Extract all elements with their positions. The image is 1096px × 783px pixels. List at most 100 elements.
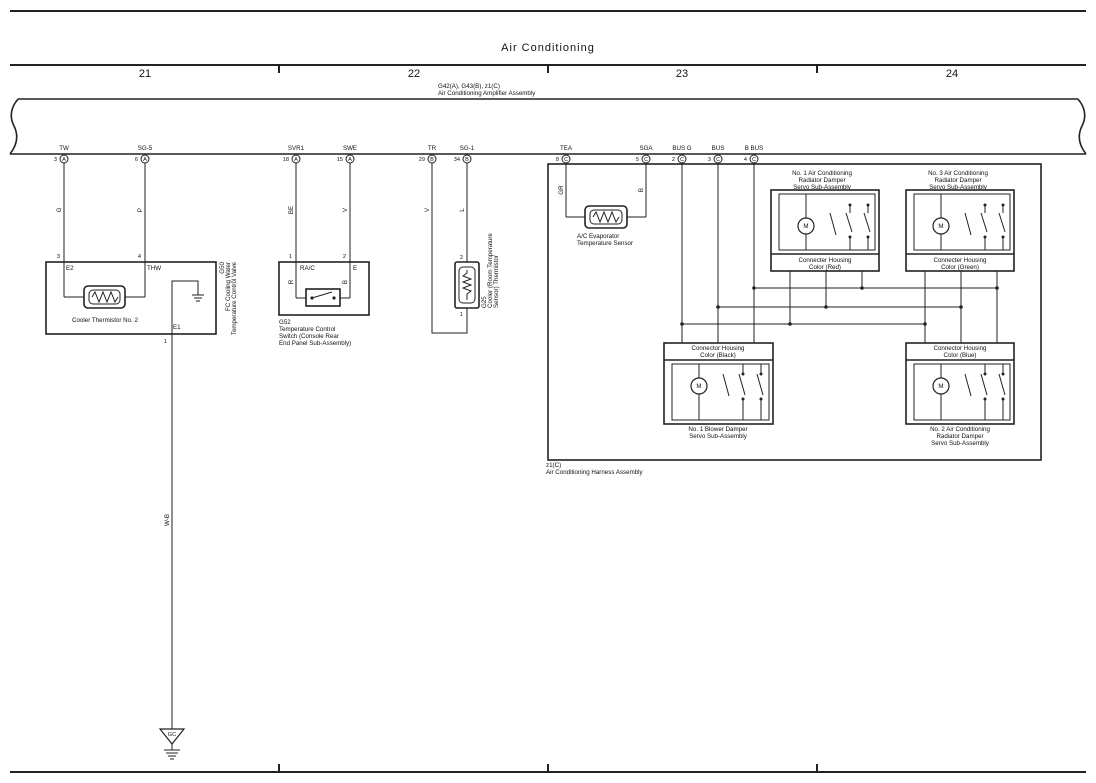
motor-icon <box>932 217 950 235</box>
terminal-label: TW <box>59 145 69 152</box>
svg-text:Cooler Thermistor No. 2: Cooler Thermistor No. 2 <box>72 317 138 324</box>
svg-text:Radiator Damper: Radiator Damper <box>798 177 845 184</box>
svg-text:2: 2 <box>343 254 346 260</box>
svg-text:Servo Sub-Assembly: Servo Sub-Assembly <box>931 440 990 447</box>
servo-switch-contacts <box>964 364 1006 420</box>
svg-text:Radiator Damper: Radiator Damper <box>934 177 981 184</box>
svg-text:A/C Evaporator: A/C Evaporator <box>577 233 619 240</box>
svg-text:3: 3 <box>54 157 57 163</box>
svg-text:B: B <box>430 157 434 163</box>
svg-text:M: M <box>938 383 943 390</box>
svg-text:2: 2 <box>672 157 675 163</box>
terminal-label: SWE <box>343 145 357 152</box>
svg-text:6: 6 <box>135 157 138 163</box>
svg-text:C: C <box>716 157 720 163</box>
terminal-label: SG-1 <box>460 145 475 152</box>
svg-text:Temperature Sensor: Temperature Sensor <box>577 240 633 247</box>
motor-icon <box>690 377 708 395</box>
terminal-label: B BUS <box>745 145 764 152</box>
svg-text:Color (Red): Color (Red) <box>809 264 841 271</box>
svg-text:Temperature Control: Temperature Control <box>279 326 335 333</box>
svg-text:P: P <box>137 208 144 212</box>
svg-text:G52: G52 <box>279 319 291 326</box>
svg-text:GR: GR <box>558 185 565 195</box>
amplifier-name: Air Conditioning Amplifier Assembly <box>438 90 536 97</box>
svg-text:E1: E1 <box>173 324 181 331</box>
svg-text:Switch (Console Rear: Switch (Console Rear <box>279 333 339 340</box>
harness-ref: z1(C) <box>546 462 561 469</box>
svg-text:3: 3 <box>708 157 711 163</box>
svg-text:No. 2 Air Conditioning: No. 2 Air Conditioning <box>930 426 990 433</box>
svg-text:Connecter Housing: Connecter Housing <box>799 257 853 264</box>
g50-component: 3 4 E2 THW Cooler Thermistor No. 2 E1 G5… <box>45 254 238 335</box>
svg-text:V: V <box>424 207 431 212</box>
svg-text:Color (Black): Color (Black) <box>700 352 736 359</box>
svg-text:E: E <box>353 265 357 272</box>
amplifier-terminals: TW 3 A SG-5 6 A SVR1 18 A SWE 15 A TR 29… <box>54 145 764 164</box>
wire-svr1: BE <box>288 163 297 262</box>
svg-text:Sensor) Thermistor: Sensor) Thermistor <box>493 255 500 308</box>
svg-text:C: C <box>752 157 756 163</box>
svg-text:A: A <box>294 157 298 163</box>
wire-sg1: L <box>459 163 468 262</box>
svg-text:34: 34 <box>454 157 460 163</box>
svg-text:1: 1 <box>460 312 463 318</box>
svg-text:2: 2 <box>460 255 463 261</box>
svg-text:Temperature Control Valve: Temperature Control Valve <box>231 261 238 335</box>
svg-text:29: 29 <box>419 157 425 163</box>
terminal-label: TEA <box>560 145 573 152</box>
svg-text:G25: G25 <box>481 296 488 308</box>
evaporator-sensor: GR B A/C Evaporator Temperature Sensor <box>558 163 647 247</box>
svg-text:8: 8 <box>556 157 559 163</box>
thermistor-icon <box>584 205 628 229</box>
ground-point-icon: GC <box>158 728 186 760</box>
servo-blower-black: Connector Housing Color (Black) M No. 1 … <box>663 342 774 440</box>
g25-room-thermistor: 2 1 G25 Cooler (Room Temperature Sensor)… <box>454 233 500 320</box>
svg-text:A: A <box>348 157 352 163</box>
svg-text:V: V <box>342 207 349 212</box>
column-number: 22 <box>408 68 420 80</box>
column-number: 24 <box>946 68 958 80</box>
harness-name: Air Conditioning Harness Assembly <box>546 469 644 476</box>
svg-text:A: A <box>143 157 147 163</box>
wire-sg5: P <box>137 163 146 262</box>
svg-text:THW: THW <box>147 265 161 272</box>
svg-text:4: 4 <box>138 254 141 260</box>
svg-text:No. 3 Air Conditioning: No. 3 Air Conditioning <box>928 170 988 177</box>
wire-tr: V <box>424 163 468 334</box>
thermistor-icon <box>83 285 126 309</box>
g52-switch: 1 2 RA/C E R B G52 Temperature Control S… <box>278 254 370 347</box>
svg-text:Servo Sub-Assembly: Servo Sub-Assembly <box>689 433 748 440</box>
column-number: 23 <box>676 68 688 80</box>
servo-switch-contacts <box>964 203 1006 250</box>
svg-text:Cooler (Room Temperature: Cooler (Room Temperature <box>487 233 494 308</box>
svg-text:C: C <box>564 157 568 163</box>
wire-swe: V <box>342 163 351 262</box>
svg-text:Connector Housing: Connector Housing <box>934 345 988 352</box>
svg-text:4: 4 <box>744 157 747 163</box>
svg-text:B: B <box>342 280 349 284</box>
svg-text:M: M <box>938 223 943 230</box>
svg-text:GC: GC <box>168 732 176 738</box>
svg-text:C: C <box>644 157 648 163</box>
svg-text:RA/C: RA/C <box>300 265 315 272</box>
svg-text:15: 15 <box>337 157 343 163</box>
motor-icon <box>797 217 815 235</box>
svg-text:3: 3 <box>57 254 60 260</box>
svg-text:Servo Sub-Assembly: Servo Sub-Assembly <box>793 184 852 191</box>
terminal-label: SG-5 <box>138 145 153 152</box>
thermistor-icon <box>461 270 473 300</box>
terminal-label: TR <box>428 145 437 152</box>
svg-text:Connector Housing: Connector Housing <box>692 345 746 352</box>
svg-text:L: L <box>459 208 466 212</box>
servo-switch-contacts <box>829 203 871 250</box>
ground-wire: 1 W-B <box>164 334 173 729</box>
bus-wiring <box>680 163 999 343</box>
svg-text:5: 5 <box>636 157 639 163</box>
harness-assembly: z1(C) Air Conditioning Harness Assembly <box>546 163 1042 476</box>
servo-no2-blue: Connector Housing Color (Blue) M No. 2 A… <box>905 342 1015 447</box>
svg-text:M: M <box>696 383 701 390</box>
svg-text:Color (Blue): Color (Blue) <box>943 352 976 359</box>
svg-text:1: 1 <box>164 339 167 345</box>
column-number: 21 <box>139 68 151 80</box>
